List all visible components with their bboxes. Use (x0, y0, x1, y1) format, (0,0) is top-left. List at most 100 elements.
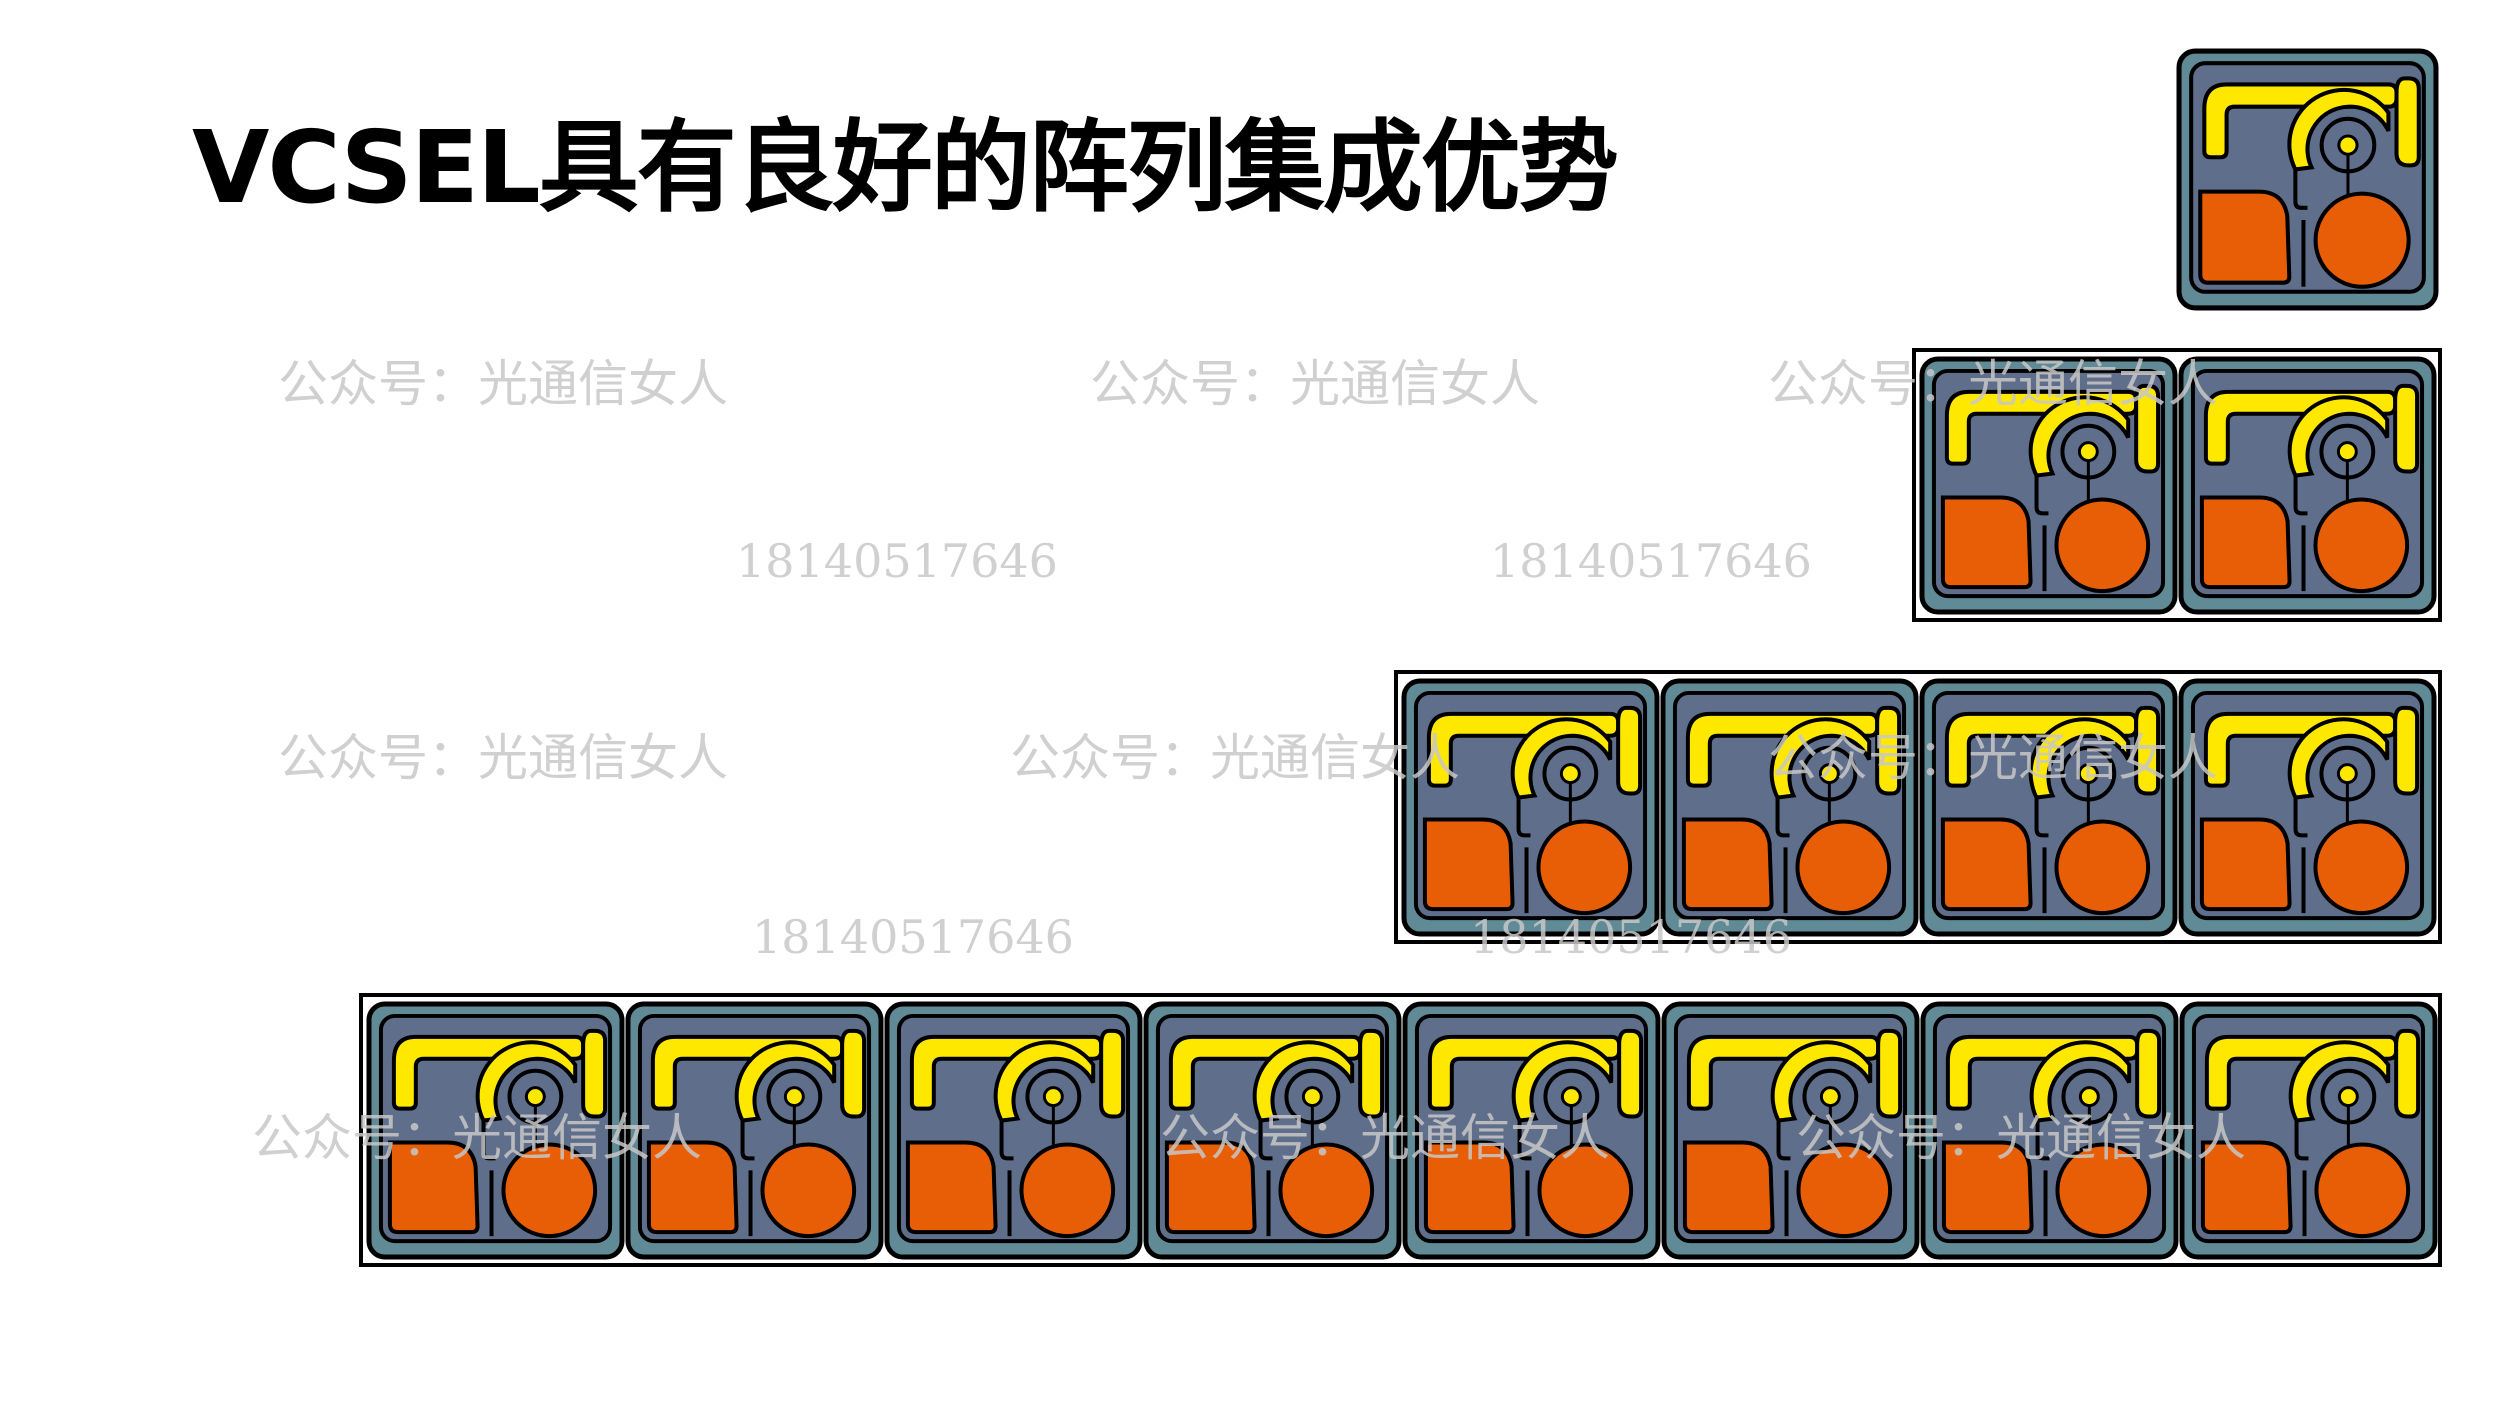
chip-partition (1258, 1120, 1273, 1161)
chip-partition (1516, 797, 1531, 838)
vcsel-chip (1402, 1001, 1661, 1260)
metal-trace-right (840, 1028, 867, 1119)
chip-partition (1517, 1120, 1532, 1161)
contact-pad-square (1422, 817, 1515, 912)
contact-pad-square (387, 1140, 480, 1235)
metal-arc (2029, 1040, 2132, 1123)
vcsel-aperture (1560, 1086, 1582, 1108)
vcsel-aperture (2336, 441, 2358, 463)
contact-pad-square (1164, 1140, 1257, 1235)
vcsel-aperture (1301, 1086, 1323, 1108)
metal-trace-right (2134, 383, 2161, 474)
metal-trace-right (2135, 1028, 2162, 1119)
contact-pad-square (1940, 495, 2033, 590)
chip-partition (1776, 1120, 1791, 1161)
metal-trace-right (2393, 383, 2420, 474)
contact-pad-square (905, 1140, 998, 1235)
metal-trace-right (1099, 1028, 1126, 1119)
contact-pad-round (2313, 191, 2411, 289)
metal-trace-right (581, 1028, 608, 1119)
array-1x4 (1394, 670, 2442, 944)
array-1x2 (1912, 348, 2442, 622)
metal-arc (1770, 1040, 1873, 1123)
vcsel-aperture (2337, 134, 2359, 156)
metal-arc (1511, 1040, 1614, 1123)
vcsel-aperture (2077, 763, 2099, 785)
slide-title: VCSEL具有良好的阵列集成优势 (192, 109, 1619, 226)
contact-pad-round (2054, 497, 2151, 594)
metal-arc (2028, 395, 2131, 478)
array-1x8 (359, 993, 2442, 1267)
vcsel-aperture (2337, 1086, 2359, 1108)
metal-arc (1769, 717, 1872, 800)
chip-partition (481, 1120, 496, 1161)
metal-arc (1510, 717, 1613, 800)
contact-pad-round (1019, 1142, 1116, 1239)
chip-partition (999, 1120, 1014, 1161)
contact-pad-round (2314, 1142, 2411, 1239)
watermark-number: 18140517646 (736, 534, 1058, 588)
chip-partition (2294, 1120, 2309, 1161)
contact-pad-square (2199, 495, 2292, 590)
vcsel-aperture (524, 1086, 546, 1108)
vcsel-chip (1919, 678, 2178, 937)
contact-pad-square (1681, 817, 1774, 912)
vcsel-chip (2179, 1001, 2438, 1260)
vcsel-chip (366, 1001, 625, 1260)
watermark-text: 公众号：光通信女人 (1010, 729, 1460, 787)
vcsel-aperture (1559, 763, 1581, 785)
vcsel-chip (2178, 678, 2437, 937)
chip-partition (2035, 1120, 2050, 1161)
watermark-text: 公众号：光通信女人 (1090, 355, 1540, 413)
vcsel-aperture (1819, 1086, 1841, 1108)
contact-pad-square (1423, 1140, 1516, 1235)
metal-arc (1252, 1040, 1355, 1123)
contact-pad-round (1278, 1142, 1375, 1239)
contact-pad-square (1940, 817, 2033, 912)
metal-arc (993, 1040, 1096, 1123)
chip-partition (740, 1120, 755, 1161)
vcsel-chip (884, 1001, 1143, 1260)
metal-arc (2287, 87, 2391, 172)
chip-partition (2293, 475, 2308, 516)
contact-pad-round (1536, 819, 1633, 916)
vcsel-chip (2176, 48, 2439, 311)
contact-pad-round (501, 1142, 598, 1239)
contact-pad-square (1941, 1140, 2034, 1235)
chip-partition (2293, 169, 2308, 210)
metal-trace-right (2394, 1028, 2421, 1119)
vcsel-chip (2178, 356, 2437, 615)
vcsel-aperture (1042, 1086, 1064, 1108)
contact-pad-round (2313, 819, 2410, 916)
chip-partition (2034, 475, 2049, 516)
metal-trace-right (1876, 1028, 1903, 1119)
vcsel-aperture (783, 1086, 805, 1108)
vcsel-chip (1661, 1001, 1920, 1260)
metal-arc (2287, 717, 2390, 800)
contact-pad-round (1795, 819, 1892, 916)
contact-pad-square (1682, 1140, 1775, 1235)
metal-trace-right (1616, 705, 1643, 796)
metal-trace-right (1617, 1028, 1644, 1119)
metal-arc (2287, 395, 2390, 478)
watermark-text: 公众号：光通信女人 (278, 355, 728, 413)
metal-trace-right (2134, 705, 2161, 796)
metal-arc (2028, 717, 2131, 800)
watermark-number: 18140517646 (1490, 534, 1812, 588)
vcsel-chip (625, 1001, 884, 1260)
contact-pad-round (2313, 497, 2410, 594)
contact-pad-round (1537, 1142, 1634, 1239)
contact-pad-square (2200, 1140, 2293, 1235)
array-1x1 (2176, 48, 2439, 311)
chip-partition (2034, 797, 2049, 838)
contact-pad-round (2055, 1142, 2152, 1239)
vcsel-aperture (2077, 441, 2099, 463)
metal-trace-right (2393, 705, 2420, 796)
metal-arc (2288, 1040, 2391, 1123)
vcsel-chip (1143, 1001, 1402, 1260)
chip-partition (1775, 797, 1790, 838)
contact-pad-round (760, 1142, 857, 1239)
vcsel-aperture (1818, 763, 1840, 785)
metal-arc (734, 1040, 837, 1123)
